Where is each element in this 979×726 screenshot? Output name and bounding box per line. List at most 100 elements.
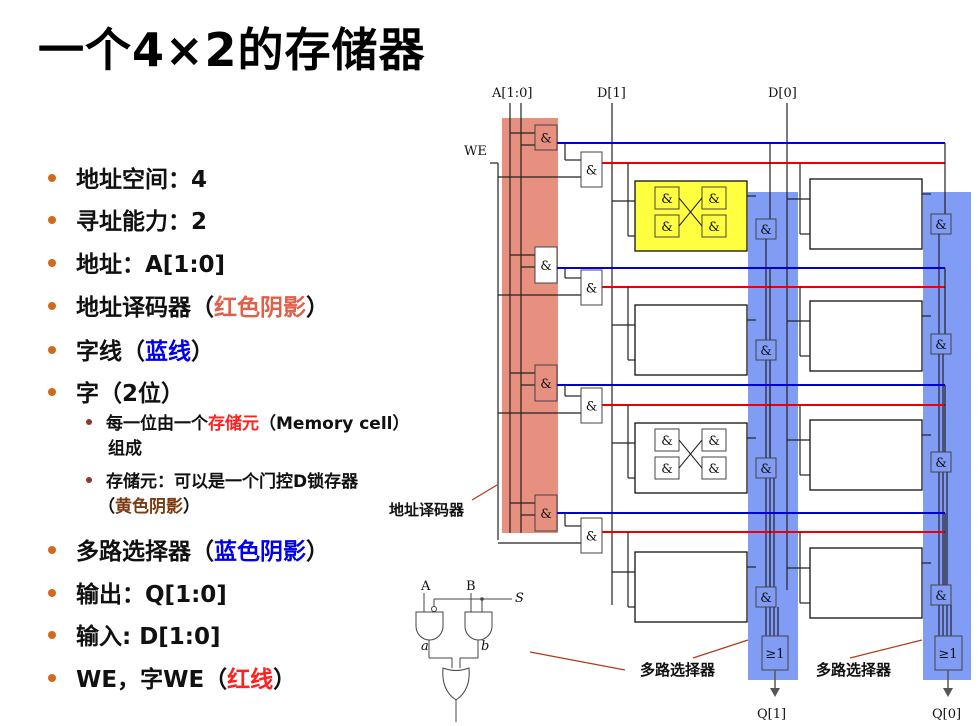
- bullet-text: ）: [306, 295, 329, 321]
- decoder-and-gate: [534, 124, 558, 151]
- memory-cell: [809, 300, 923, 372]
- bullet-item: 输入: D[1:0]: [48, 617, 221, 651]
- and-symbol: &: [760, 223, 772, 238]
- annotation-arrow: [529, 651, 626, 671]
- we-input-label: WE: [464, 144, 487, 159]
- and-symbol: &: [708, 462, 720, 477]
- bullet-text: 输入: D[1:0]: [76, 624, 221, 650]
- and-symbol: &: [708, 192, 720, 207]
- and-symbol: &: [708, 434, 720, 449]
- bullet-highlight: 蓝线: [145, 339, 191, 365]
- bullet-text: 输出：Q[1:0]: [76, 582, 227, 608]
- we-and-gate: [580, 517, 603, 554]
- bullet-text: ）: [191, 339, 214, 365]
- and-symbol: &: [661, 192, 673, 207]
- and-symbol: &: [935, 218, 947, 233]
- bullet-item: 字（2位）: [48, 374, 184, 408]
- mux-and-gate: [930, 451, 952, 473]
- or-gate: [442, 667, 470, 701]
- mux-annotation-1: 多路选择器: [640, 661, 716, 679]
- memory-cell: [809, 178, 923, 250]
- d0-input-label: D[0]: [768, 86, 797, 101]
- bullet-dot-icon: [48, 215, 56, 224]
- sub-bullet-item: 每一位由一个存储元（Memory cell）组成: [86, 412, 410, 462]
- bullet-item: 地址空间：4: [48, 160, 207, 194]
- or-gate-q0: [934, 635, 963, 671]
- bullet-text: 寻址能力：2: [76, 209, 208, 235]
- decoder-shade: [502, 118, 558, 533]
- memory-cell: [809, 419, 923, 491]
- and-symbol: &: [760, 591, 772, 606]
- sub-bullet-item: 存储元：可以是一个门控D锁存器 （黄色阴影）: [86, 470, 358, 520]
- and-symbol: &: [935, 456, 947, 471]
- mux-and-gate: [755, 457, 777, 479]
- mux-a-label: A: [420, 579, 431, 594]
- bullet-text: ）: [306, 539, 329, 565]
- sub-bullet-highlight: 黄色阴影: [115, 497, 183, 517]
- bullet-item: 寻址能力：2: [48, 202, 207, 236]
- wire: [678, 439, 703, 469]
- output-arrow-icon: [943, 688, 953, 697]
- decoder-annotation: 地址译码器: [389, 501, 465, 519]
- bullet-item: 地址：A[1:0]: [48, 245, 225, 279]
- or-symbol: ≥1: [765, 647, 784, 662]
- bullet-text: 字线（: [76, 339, 145, 365]
- bullet-dot-icon: [48, 588, 56, 597]
- bullet-dot-icon: [86, 477, 92, 483]
- bullet-dot-icon: [86, 419, 92, 425]
- mux-b-label: B: [466, 579, 476, 594]
- d1-input-label: D[1]: [597, 86, 626, 101]
- and-symbol: &: [540, 507, 552, 522]
- bullet-text: ）: [273, 667, 297, 693]
- annotation-arrow: [471, 484, 498, 501]
- mux-and-gate: [930, 213, 952, 235]
- and-gate-b: [464, 611, 493, 641]
- bullet-dot-icon: [48, 173, 56, 182]
- sub-bullet-text: ）: [183, 497, 200, 517]
- bullet-dot-icon: [48, 345, 56, 354]
- and-symbol: &: [540, 132, 552, 147]
- bullet-dot-icon: [48, 301, 56, 310]
- or-gate-q1: [761, 635, 789, 671]
- q0-output-label: Q[0]: [932, 707, 961, 722]
- and-symbol: &: [935, 338, 947, 353]
- sub-bullet-highlight: 存储元: [208, 414, 259, 434]
- mux-b-wire-label: b: [481, 639, 489, 654]
- inverter-bubble-icon: [431, 606, 437, 612]
- bullet-item: WE，字WE（红线）: [48, 660, 296, 694]
- mux-annotation-2: 多路选择器: [816, 661, 892, 679]
- bullet-item: 字线（蓝线）: [48, 332, 214, 366]
- memory-cell: [809, 547, 923, 619]
- bullet-text: 地址：A[1:0]: [76, 252, 226, 278]
- decoder-and-gate: [534, 364, 558, 402]
- and-symbol: &: [586, 400, 598, 415]
- bullet-highlight: 红色阴影: [214, 295, 306, 321]
- and-symbol: &: [708, 220, 720, 235]
- and-symbol: &: [540, 377, 552, 392]
- sub-bullet-text: （: [98, 497, 115, 517]
- and-symbol: &: [661, 434, 673, 449]
- bullet-text: 地址译码器（: [76, 295, 214, 321]
- and-gate-a: [415, 611, 444, 641]
- bullet-dot-icon: [48, 673, 56, 682]
- bullet-text: WE，字WE（: [76, 667, 228, 693]
- q1-output-label: Q[1]: [757, 707, 786, 722]
- sub-bullet-text: 存储元：可以是一个门控D锁存器: [106, 472, 359, 492]
- wire: [678, 197, 703, 227]
- a-input-label: A[1:0]: [491, 86, 532, 101]
- memory-cell: [634, 422, 748, 494]
- bullet-item: 输出：Q[1:0]: [48, 575, 227, 609]
- or-symbol: ≥1: [938, 647, 957, 662]
- and-symbol: &: [540, 259, 552, 274]
- junction-dot: [480, 597, 484, 601]
- mux-and-gate: [755, 339, 777, 361]
- bullet-dot-icon: [48, 630, 56, 639]
- mux-and-gate: [930, 584, 952, 606]
- annotation-arrow: [849, 639, 923, 659]
- bullet-highlight: 红线: [227, 667, 274, 693]
- mux-and-gate: [930, 333, 952, 355]
- decoder-and-gate: [534, 246, 558, 284]
- bullet-highlight: 蓝色阴影: [214, 539, 306, 565]
- sub-bullet-text: 每一位由一个: [106, 414, 208, 434]
